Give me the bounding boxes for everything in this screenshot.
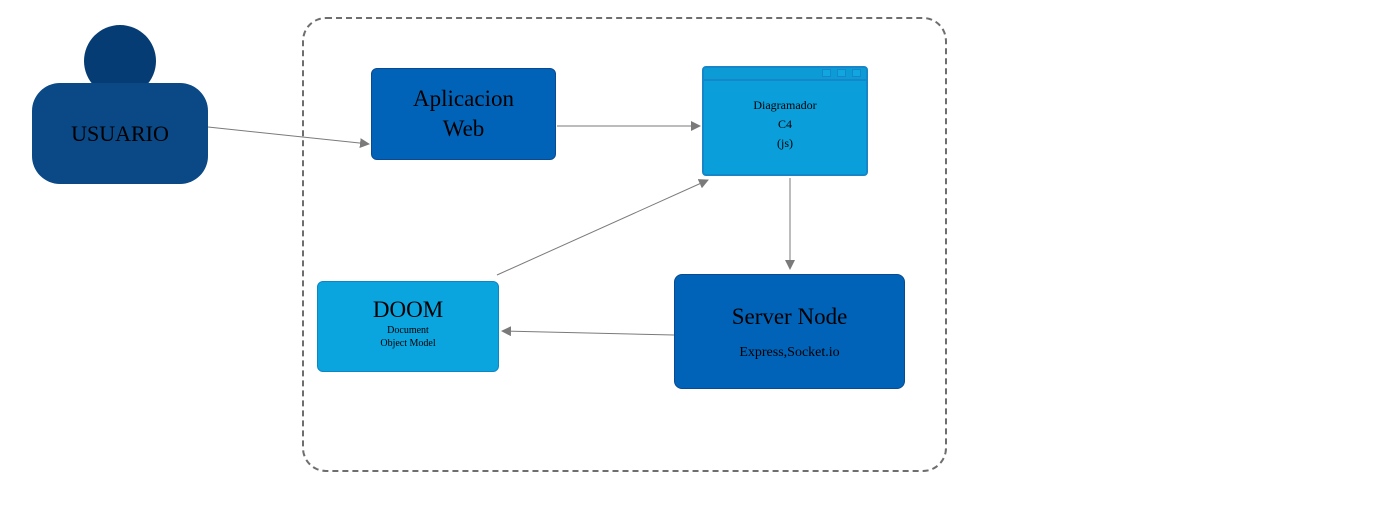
window-button-icon (822, 69, 831, 77)
server-title: Server Node (731, 303, 848, 329)
person-usuario[interactable]: USUARIO (32, 83, 208, 184)
doom-title: DOOM (372, 296, 444, 322)
diagramador-label-line2: C4 (777, 117, 792, 131)
edge-doom-to-diagramador (496, 179, 709, 276)
container-doom[interactable]: DOOM Document Object Model (317, 281, 499, 372)
app-web-label-line2: Web (442, 116, 485, 141)
app-web-label-line1: Aplicacion (413, 86, 514, 111)
diagramador-content: Diagramador C4 (js) (704, 96, 866, 153)
doom-subtitle-line1: Document (387, 324, 429, 336)
doom-subtitle-line2: Object Model (380, 337, 436, 349)
window-titlebar (704, 68, 866, 81)
container-server-node[interactable]: Server Node Express,Socket.io (674, 274, 905, 389)
window-button-icon (852, 69, 861, 77)
window-button-icon (837, 69, 846, 77)
server-subtitle: Express,Socket.io (739, 344, 840, 360)
edge-server-to-doom (501, 326, 675, 337)
diagramador-label-line3: (js) (777, 136, 793, 150)
edge-usuario-to-app-web (207, 126, 370, 149)
person-label: USUARIO (71, 120, 169, 146)
diagramador-label-line1: Diagramador (753, 98, 817, 112)
container-aplicacion-web[interactable]: Aplicacion Web (371, 68, 556, 160)
container-diagramador-c4[interactable]: Diagramador C4 (js) (702, 66, 868, 176)
system-boundary (302, 17, 947, 472)
